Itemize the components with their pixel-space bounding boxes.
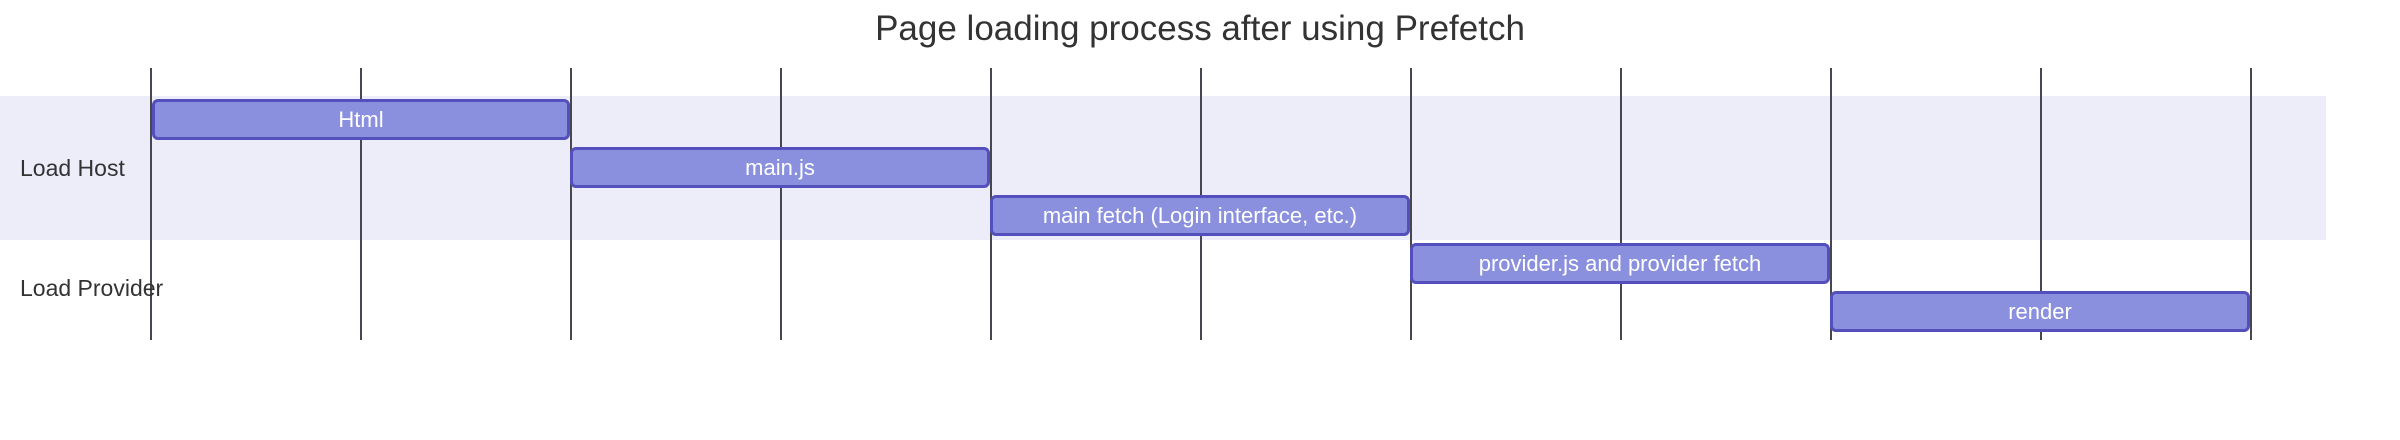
task-label-render: render <box>2008 298 2072 324</box>
grid-line <box>780 68 782 340</box>
task-bar-render: render <box>1830 291 2250 332</box>
section-label-load-provider: Load Provider <box>20 274 164 301</box>
task-bar-main-js: main.js <box>570 147 990 188</box>
task-label-provider-js-and-fetch: provider.js and provider fetch <box>1478 250 1762 276</box>
grid-line <box>360 68 362 340</box>
grid-line <box>1410 68 1412 340</box>
task-label-main-js: main.js <box>745 154 815 180</box>
task-label-main-fetch: main fetch (Login interface, etc.) <box>1042 202 1358 228</box>
grid-line <box>1830 68 1832 340</box>
task-bar-provider-js-and-fetch: provider.js and provider fetch <box>1410 243 1830 284</box>
grid-line <box>2040 68 2042 340</box>
grid-line <box>150 68 152 340</box>
task-bar-html: Html <box>152 99 570 140</box>
grid-line <box>1620 68 1622 340</box>
task-label-html: Html <box>338 106 384 132</box>
section-label-load-host: Load Host <box>20 154 125 181</box>
grid-line <box>2250 68 2252 340</box>
task-bar-main-fetch: main fetch (Login interface, etc.) <box>990 195 1410 236</box>
grid-line <box>570 68 572 340</box>
chart-title: Page loading process after using Prefetc… <box>875 9 1525 48</box>
